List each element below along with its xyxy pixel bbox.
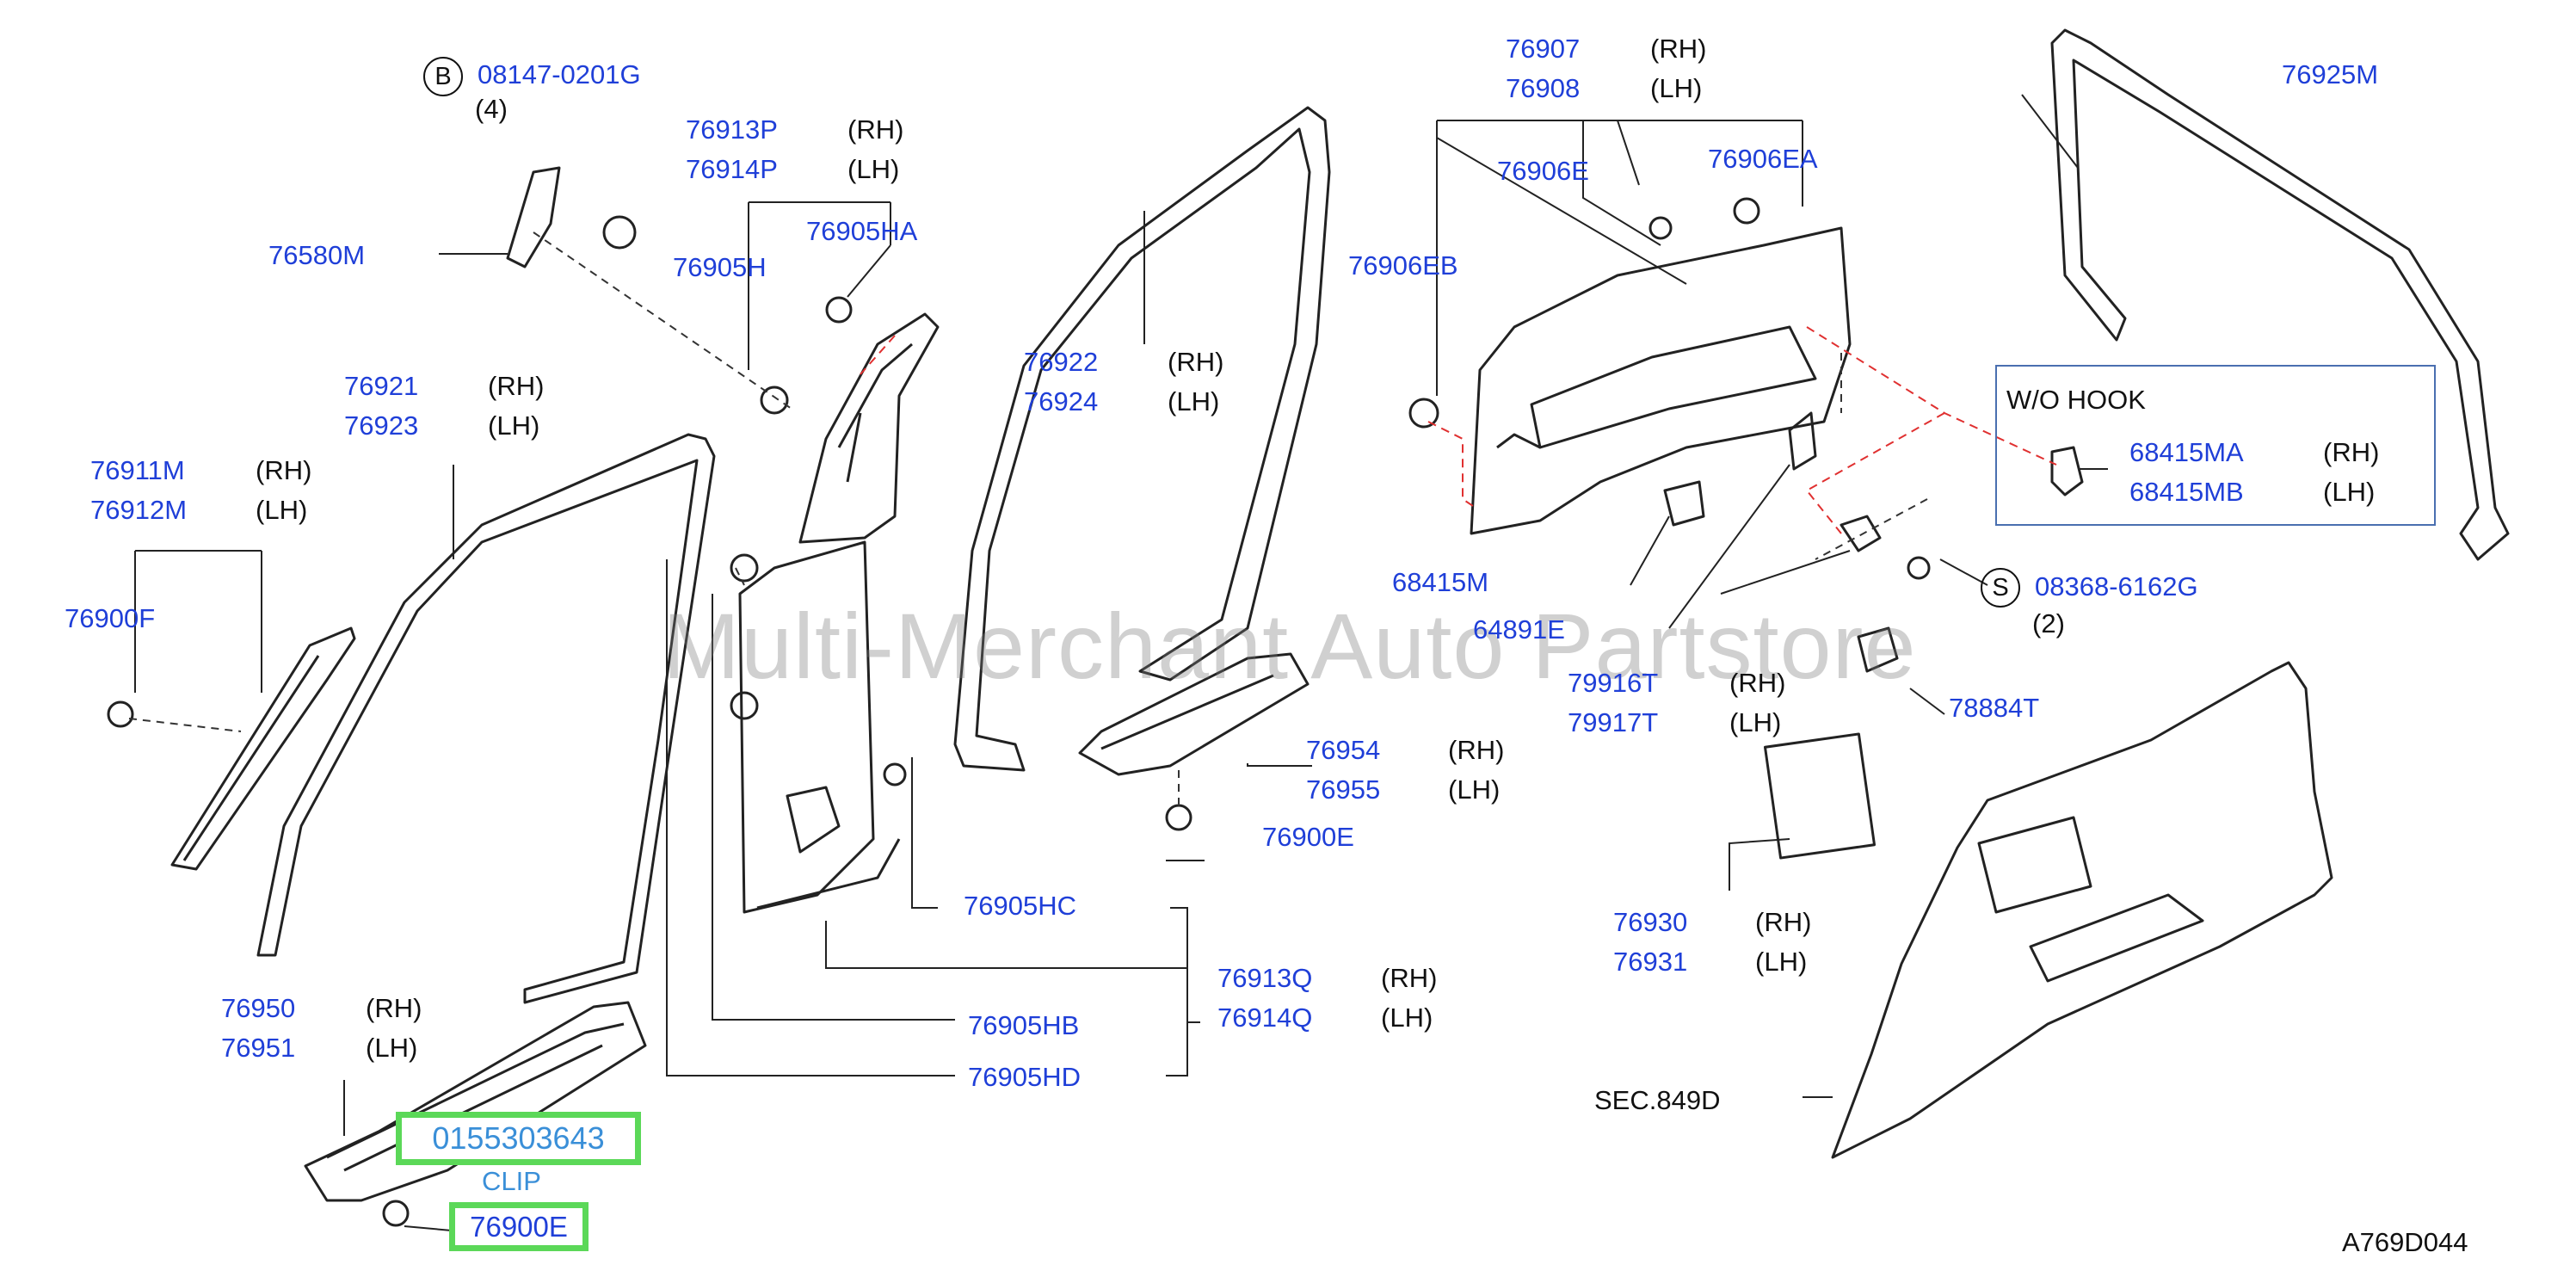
label-76931-lh: (LH) xyxy=(1755,947,1808,977)
label-76905H: 76905H xyxy=(673,252,767,282)
label-76921-rh: (RH) xyxy=(488,371,545,401)
dashed-leaders xyxy=(128,231,1928,809)
label-79916T: 79916T xyxy=(1568,668,1659,698)
leader-lines xyxy=(134,94,2108,1231)
label-76911M-rh: (RH) xyxy=(256,455,312,485)
rear-side-trim-lower xyxy=(1831,661,2333,1159)
rear-side-weatherstrip xyxy=(2050,28,2510,561)
highlight-clip-76900E[interactable]: 76900E xyxy=(449,1202,589,1251)
center-pillar-upper-garnish xyxy=(798,312,940,544)
label-76913P: 76913P xyxy=(686,114,778,145)
label-qty-2: (2) xyxy=(2032,608,2065,638)
front-kicking-plate xyxy=(304,1001,647,1202)
label-76924: 76924 xyxy=(1024,386,1099,416)
symbol-b-circle: B xyxy=(423,57,463,96)
label-76906EA: 76906EA xyxy=(1708,144,1818,174)
label-76950-rh: (RH) xyxy=(366,993,422,1023)
label-08147-0201G: 08147-0201G xyxy=(478,59,641,89)
label-76906E: 76906E xyxy=(1497,156,1589,186)
front-pillar-garnish xyxy=(170,626,356,871)
label-76906EB: 76906EB xyxy=(1348,250,1458,281)
red-dashed-leaders xyxy=(860,326,2057,534)
diagram-code: A769D044 xyxy=(2342,1227,2468,1257)
wo-hook-title: W/O HOOK xyxy=(2006,385,2146,415)
label-68415M: 68415M xyxy=(1392,567,1489,597)
label-qty-4: (4) xyxy=(475,94,508,124)
highlight-clip-caption: CLIP xyxy=(482,1166,541,1196)
label-76922-rh: (RH) xyxy=(1168,347,1224,377)
label-76931: 76931 xyxy=(1613,947,1688,977)
cover-64891E xyxy=(1788,411,1817,471)
label-76921: 76921 xyxy=(344,371,419,401)
label-76908: 76908 xyxy=(1506,73,1581,103)
label-76954-rh: (RH) xyxy=(1448,735,1505,765)
label-76951-lh: (LH) xyxy=(366,1033,418,1063)
label-76955: 76955 xyxy=(1306,774,1381,805)
center-pillar-lower-garnish xyxy=(738,540,901,914)
label-76924-lh: (LH) xyxy=(1168,386,1220,416)
label-76905HD: 76905HD xyxy=(968,1062,1081,1092)
label-76923-lh: (LH) xyxy=(488,410,540,441)
label-76925M: 76925M xyxy=(2282,59,2379,89)
label-79916T-rh: (RH) xyxy=(1729,668,1786,698)
label-76922: 76922 xyxy=(1024,347,1099,377)
label-76951: 76951 xyxy=(221,1033,296,1063)
label-68415MB-lh: (LH) xyxy=(2323,477,2376,507)
label-76923: 76923 xyxy=(344,410,419,441)
label-76907-rh: (RH) xyxy=(1650,34,1707,64)
label-76905HA: 76905HA xyxy=(806,216,918,246)
label-08368-6162G: 08368-6162G xyxy=(2035,571,2198,601)
symbol-s-circle: S xyxy=(1981,568,2020,608)
label-76914P: 76914P xyxy=(686,154,778,184)
label-76914P-lh: (LH) xyxy=(847,154,900,184)
bracket-76580M xyxy=(506,166,561,268)
bracket-79916T xyxy=(1840,515,1882,552)
label-76912M-lh: (LH) xyxy=(256,495,308,525)
label-68415MB: 68415MB xyxy=(2129,477,2244,507)
label-76905HC: 76905HC xyxy=(964,891,1076,921)
label-76900F: 76900F xyxy=(65,603,156,633)
label-68415MA-rh: (RH) xyxy=(2323,437,2380,467)
label-76911M: 76911M xyxy=(90,455,185,485)
label-79917T: 79917T xyxy=(1568,707,1659,737)
label-76913P-rh: (RH) xyxy=(847,114,904,145)
label-76955-lh: (LH) xyxy=(1448,774,1501,805)
clip-78884T xyxy=(1857,626,1899,673)
front-door-weatherstrip xyxy=(256,433,716,1004)
highlight-part-0155303643[interactable]: 0155303643 xyxy=(396,1112,641,1165)
sec-reference: SEC.849D xyxy=(1594,1085,1721,1115)
label-76913Q-rh: (RH) xyxy=(1381,963,1438,993)
label-79917T-lh: (LH) xyxy=(1729,707,1782,737)
label-76580M: 76580M xyxy=(268,240,366,270)
rear-door-weatherstrip xyxy=(953,106,1331,772)
rear-side-trim-upper xyxy=(1470,226,1852,535)
label-78884T: 78884T xyxy=(1949,693,2040,723)
watermark: Multi-Merchant Auto Partstore xyxy=(662,594,1917,698)
label-76905HB: 76905HB xyxy=(968,1010,1080,1040)
label-76914Q-lh: (LH) xyxy=(1381,1002,1433,1033)
label-76912M: 76912M xyxy=(90,495,188,525)
label-64891E: 64891E xyxy=(1473,614,1565,645)
label-76907: 76907 xyxy=(1506,34,1581,64)
label-68415MA: 68415MA xyxy=(2129,437,2244,467)
label-76950: 76950 xyxy=(221,993,296,1023)
rear-kicking-plate xyxy=(1078,652,1310,776)
luggage-side-cover xyxy=(1763,732,1877,860)
label-76930: 76930 xyxy=(1613,907,1688,937)
hook-68415M xyxy=(1663,480,1705,527)
label-76908-lh: (LH) xyxy=(1650,73,1703,103)
label-76954: 76954 xyxy=(1306,735,1381,765)
label-76913Q: 76913Q xyxy=(1217,963,1313,993)
hook-68415MA xyxy=(2050,446,2084,497)
fasteners xyxy=(107,197,1931,1227)
label-76914Q: 76914Q xyxy=(1217,1002,1313,1033)
label-76900E-top: 76900E xyxy=(1262,822,1354,852)
label-76930-rh: (RH) xyxy=(1755,907,1812,937)
wo-hook-box xyxy=(1995,365,2436,526)
